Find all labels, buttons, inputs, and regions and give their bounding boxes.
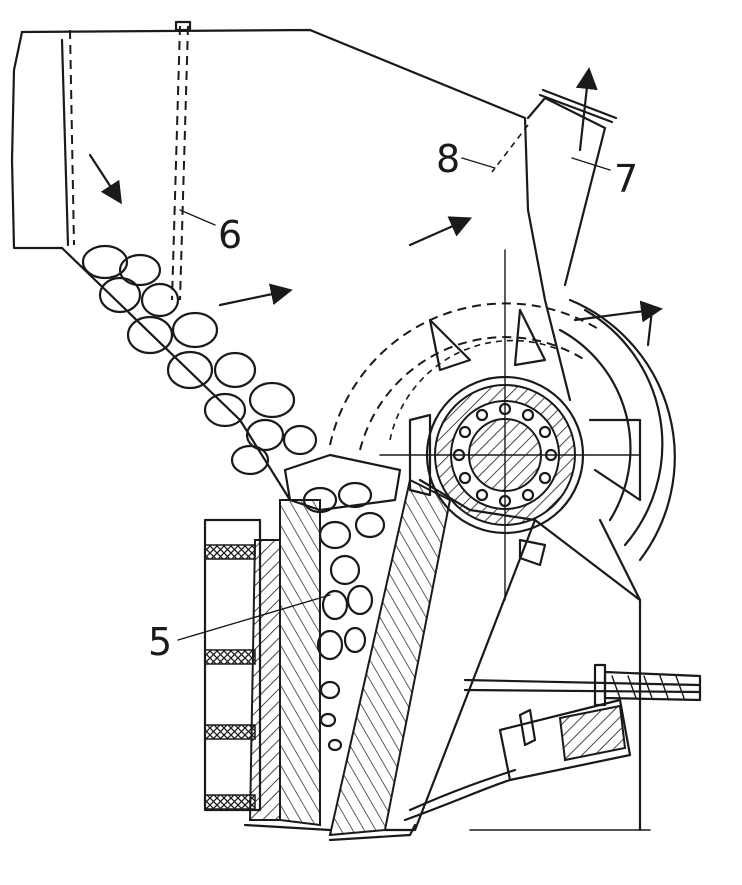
chamber-stones	[283, 453, 402, 752]
swing-jaw	[328, 478, 642, 842]
feed-curtain-dashed	[69, 20, 192, 301]
eccentric-shaft	[379, 249, 641, 601]
fixed-jaw	[203, 499, 332, 832]
label-5: 5	[148, 620, 172, 664]
flow-arrows	[88, 153, 473, 307]
frame-right	[469, 518, 651, 831]
hydraulic-cylinder	[403, 698, 632, 822]
label-6: 6	[218, 213, 242, 257]
ore-stones	[81, 244, 318, 476]
label-8: 8	[436, 137, 460, 181]
exhaust-outlet	[491, 67, 618, 287]
tension-rod	[463, 663, 702, 707]
flywheel	[329, 298, 676, 562]
leader-lines	[177, 157, 611, 641]
label-7: 7	[614, 157, 638, 201]
